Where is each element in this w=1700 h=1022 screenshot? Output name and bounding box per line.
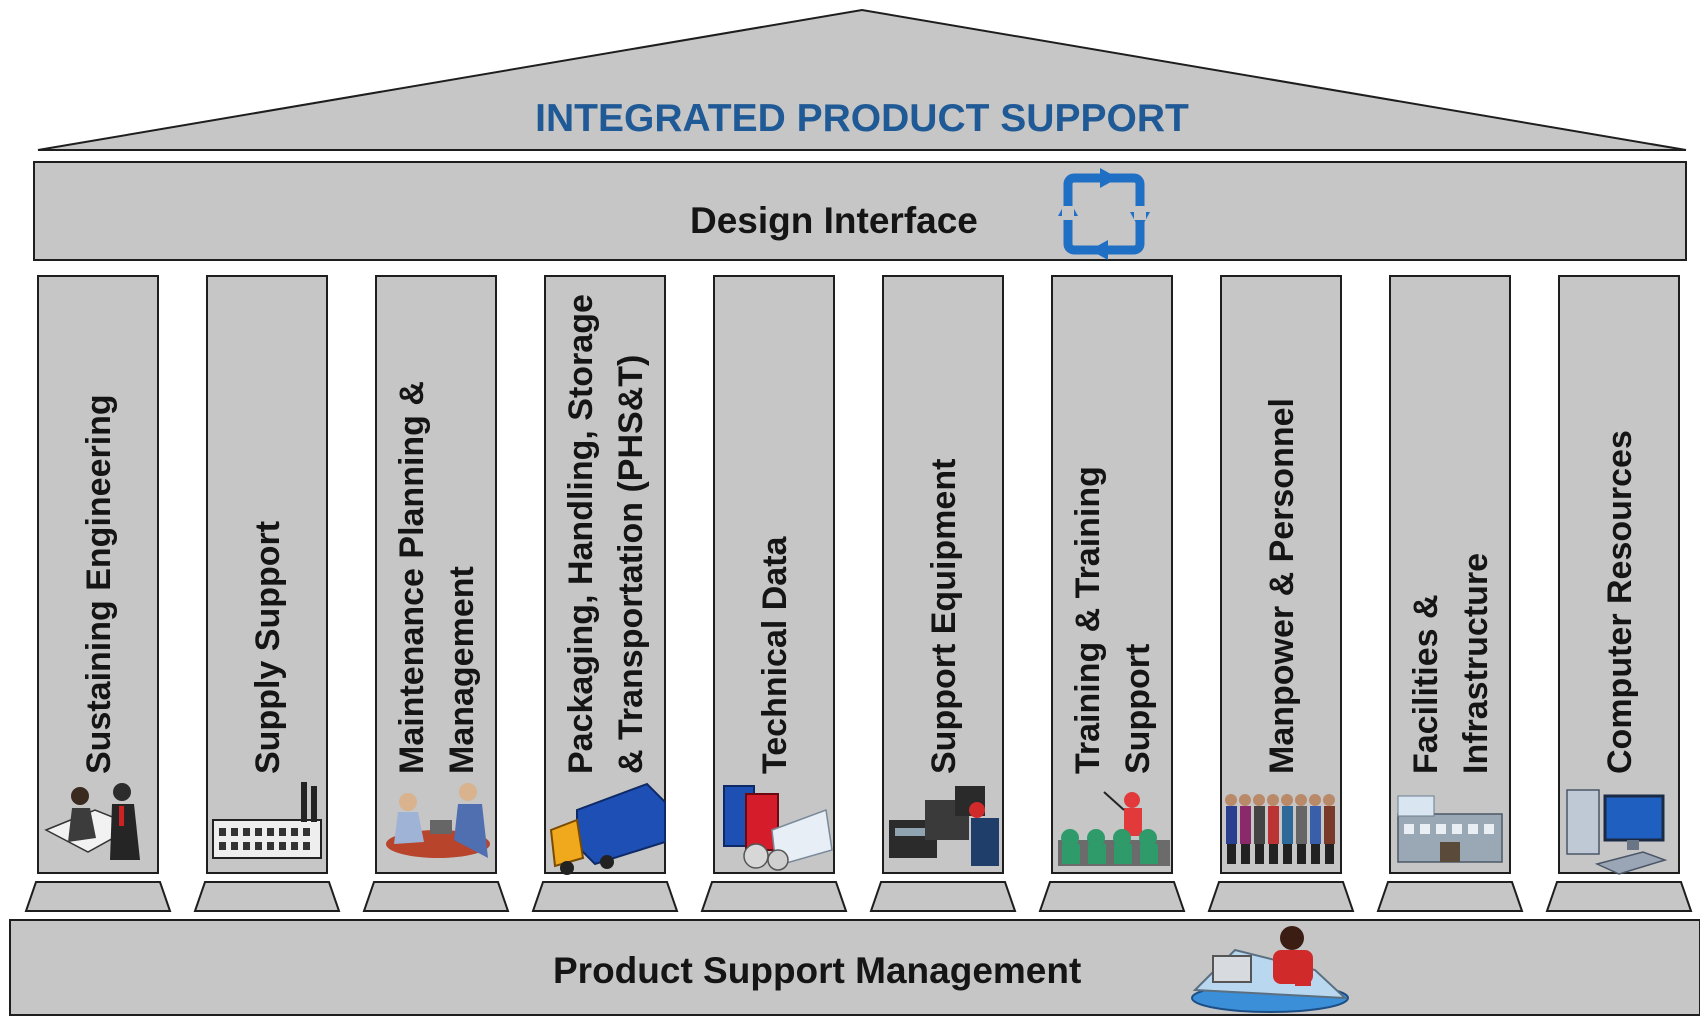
pillar-label-line: Maintenance Planning & bbox=[393, 381, 431, 774]
pillar-sustaining-engineering: Sustaining Engineering bbox=[24, 275, 172, 912]
pillar-shaft bbox=[37, 275, 159, 874]
pillar-shaft bbox=[1220, 275, 1342, 874]
pillar-label-line: Support Equipment bbox=[925, 459, 963, 774]
factory-icon bbox=[212, 782, 322, 859]
pillar-plinth bbox=[24, 881, 172, 912]
pillar-computer-resources: Computer Resources bbox=[1545, 275, 1693, 912]
pillar-shaft bbox=[1051, 275, 1173, 874]
pillar-shaft bbox=[544, 275, 666, 874]
pillar-plinth bbox=[1545, 881, 1693, 912]
pillar-technical-data: Technical Data bbox=[700, 275, 848, 912]
pillar-label-line: Packaging, Handling, Storage bbox=[562, 294, 600, 774]
classroom-icon bbox=[1058, 791, 1170, 866]
pillars-group: Sustaining Engineering Supply Support Main… bbox=[24, 275, 1693, 912]
pillar-facilities-infrastructure: Facilities & Infrastructure bbox=[1376, 275, 1524, 912]
people-group-icon bbox=[1225, 794, 1335, 864]
design-interface-beam bbox=[33, 161, 1687, 261]
pillar-plinth bbox=[1038, 881, 1186, 912]
pillar-label: Sustaining Engineering bbox=[80, 394, 118, 774]
computer-icon bbox=[1566, 789, 1668, 875]
cycle-arrows-icon bbox=[1058, 168, 1150, 260]
building-icon bbox=[1397, 795, 1503, 863]
manager-at-desk-icon bbox=[1191, 926, 1349, 1013]
engineers-blueprint-icon bbox=[44, 783, 140, 860]
equipment-icon bbox=[889, 786, 999, 866]
pillar-label-line: Infrastructure bbox=[1457, 553, 1495, 774]
pillar-shaft bbox=[882, 275, 1004, 874]
pillar-label: Supply Support bbox=[249, 521, 287, 774]
pillar-plinth bbox=[531, 881, 679, 912]
design-interface-label: Design Interface bbox=[690, 200, 978, 241]
pillar-label-line: Technical Data bbox=[756, 535, 794, 774]
product-support-management-base bbox=[9, 919, 1700, 1016]
pillar-shaft bbox=[713, 275, 835, 874]
pillar-label: Computer Resources bbox=[1601, 430, 1639, 774]
pillar-label-line: Facilities & bbox=[1407, 594, 1445, 774]
truck-icon bbox=[549, 782, 666, 875]
pillar-label: Maintenance Planning & Management bbox=[393, 381, 481, 774]
maintenance-workers-icon bbox=[386, 783, 490, 858]
pillar-label-line: Training & Training bbox=[1069, 466, 1107, 774]
pillar-label: Packaging, Handling, Storage & Transporta… bbox=[562, 294, 650, 774]
pillar-label-line: & Transportation (PHS&T) bbox=[612, 355, 650, 774]
pillar-shaft bbox=[1558, 275, 1680, 874]
pillar-plinth bbox=[700, 881, 848, 912]
pillar-label: Facilities & Infrastructure bbox=[1407, 553, 1495, 774]
pillar-label-line: Supply Support bbox=[249, 521, 287, 774]
pillar-label-line: Support bbox=[1119, 644, 1157, 774]
pillar-supply-support: Supply Support bbox=[193, 275, 341, 912]
pillar-plinth bbox=[193, 881, 341, 912]
pillar-plinth bbox=[1376, 881, 1524, 912]
pillar-label-line: Manpower & Personnel bbox=[1263, 398, 1301, 774]
pillar-shaft bbox=[1389, 275, 1511, 874]
pillar-support-equipment: Support Equipment bbox=[869, 275, 1017, 912]
pillar-label: Manpower & Personnel bbox=[1263, 398, 1301, 774]
pillar-plinth bbox=[869, 881, 1017, 912]
roof-title: INTEGRATED PRODUCT SUPPORT bbox=[535, 97, 1189, 140]
pillar-shaft bbox=[206, 275, 328, 874]
pillar-plinth bbox=[362, 881, 510, 912]
pillar-maintenance-planning-management: Maintenance Planning & Management bbox=[362, 275, 510, 912]
binders-icon bbox=[723, 785, 833, 871]
product-support-management-label: Product Support Management bbox=[553, 950, 1081, 991]
pillar-plinth bbox=[1207, 881, 1355, 912]
pillar-manpower-personnel: Manpower & Personnel bbox=[1207, 275, 1355, 912]
pillar-label-line: Sustaining Engineering bbox=[80, 394, 118, 774]
pillar-shaft bbox=[375, 275, 497, 874]
roof-pediment bbox=[37, 8, 1687, 151]
pillar-packaging-handling-storage-transportation-phs-t: Packaging, Handling, Storage & Transporta… bbox=[531, 275, 679, 912]
pillar-label: Support Equipment bbox=[925, 459, 963, 774]
pillar-label-line: Management bbox=[443, 566, 481, 774]
pillar-label: Technical Data bbox=[756, 535, 794, 774]
pillar-label-line: Computer Resources bbox=[1601, 430, 1639, 774]
